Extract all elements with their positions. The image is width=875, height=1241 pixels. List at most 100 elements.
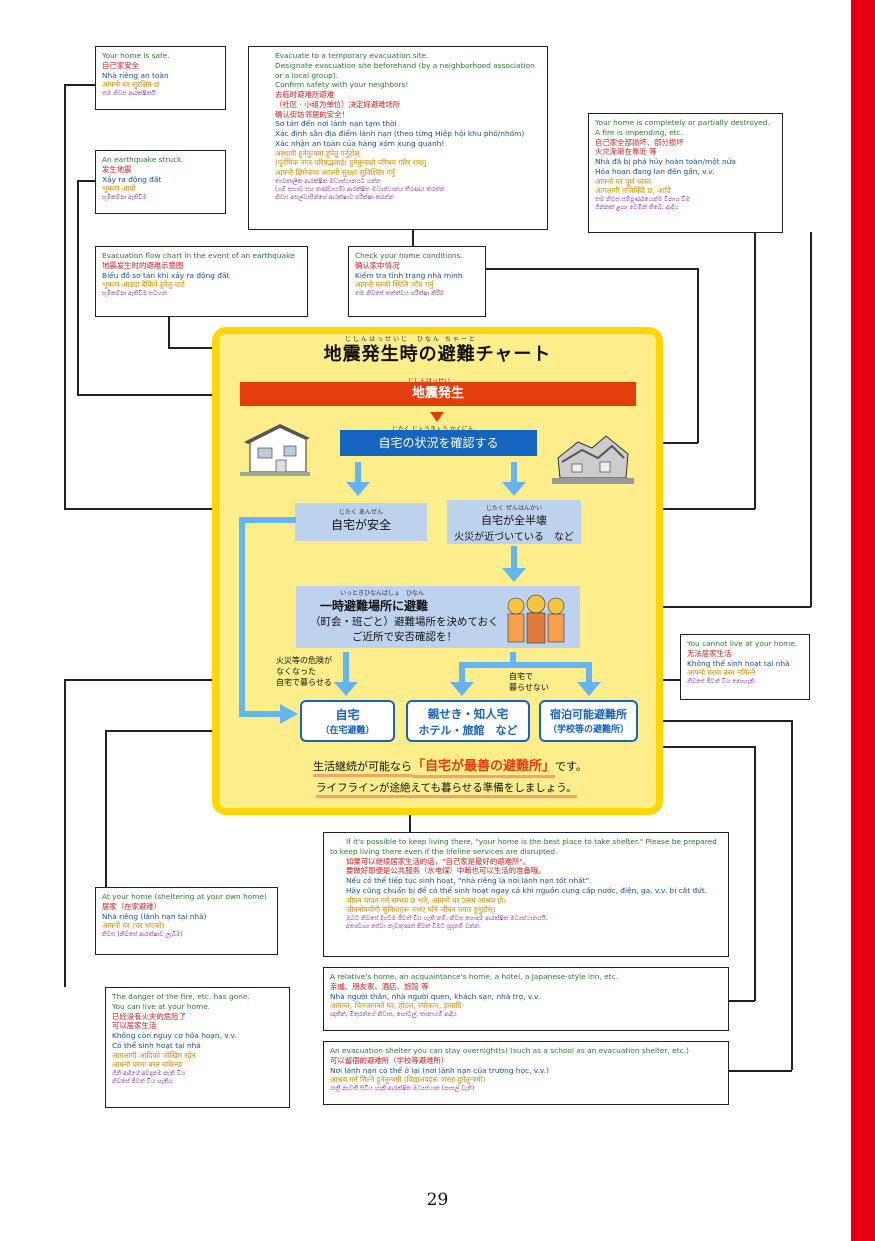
temp-si3: නිවස අසල්වාසීන්ගේ ආරක්ෂාව පරීක්ෂා කරන්න <box>275 193 394 201</box>
temp-ne2: (पूर्वमिक नगर परिषद्भलाई) हुनेतुन्त्रको … <box>275 158 427 168</box>
temp-vi2: Xác định sẵn địa điểm lánh nạn (theo từn… <box>275 129 525 139</box>
quake-vi: Xảy ra động đất <box>102 174 162 184</box>
best-ne2: जीवनोपयोगी सुविधाहरू नभए पनि जीवन तयार ह… <box>346 905 496 915</box>
temp-zh3: 确认街坊邻居的安全！ <box>275 109 349 119</box>
cannot-line1: 自宅で <box>509 672 533 681</box>
overnight-ne: आश्रय गर्न मिल्ने हुनेतुन्त्रमी (विद्याल… <box>330 1075 486 1085</box>
temp-vi1: Sơ tán đến nơi lánh nạn tạm thời <box>275 119 397 129</box>
destroyed-en1: Your home is completely or partially des… <box>595 118 770 127</box>
temp-ruby: いっときひなんばしょ ひなん <box>340 590 425 597</box>
overnight-label2: （学校等の避難所） <box>547 725 629 735</box>
connector-line <box>77 180 79 395</box>
fire-gone-line2: なくなった <box>276 666 316 676</box>
connector-line <box>64 679 66 987</box>
cannot-en: You cannot live at your home. <box>687 639 798 648</box>
red-edge-bar <box>851 0 875 1241</box>
connector-line <box>486 268 698 270</box>
quake-en: An earthquake struck. <box>102 155 184 164</box>
arrow-down-temp <box>502 546 526 582</box>
home-safe-step: じたく あんぜん 自宅が安全 <box>295 503 427 541</box>
home-safe-label: 自宅が安全 <box>330 518 391 532</box>
lifeline-msg: ライフラインが途絶えても暮らせる準備をしましょう。 <box>316 782 577 798</box>
occur-ruby: じしんはっせい <box>408 376 450 385</box>
cannot-ne: आफ्नो घरमा बस्न नमिल्ने <box>687 668 756 678</box>
best-vi1: Nếu có thể tiếp tục sinh hoạt, "nhà riên… <box>346 876 592 886</box>
firegone-en2: You can live at your home. <box>112 1001 211 1011</box>
temp-zh1: 去临时避难所避难 <box>275 90 335 100</box>
best-vi2: Hãy cũng chuẩn bị để có thể sinh hoạt ng… <box>346 885 708 895</box>
fire-gone-line3: 自宅で暮らせる <box>276 677 332 687</box>
firegone-si1: ගිනි ආදියේ අවදානම නැති විය <box>112 1070 186 1078</box>
check-en: Check your home conditions. <box>355 251 463 260</box>
temp-step-label2: （町会・班ごと）避難場所を決めておく <box>310 616 499 628</box>
destroyed-en2: A fire is impending, etc. <box>595 127 683 137</box>
check-ne: आफ्नो घरको स्थिति जाँच गर्नु <box>355 280 434 290</box>
temp-en3: Confirm safety with your neighbors! <box>275 80 409 90</box>
connector-line <box>105 730 107 887</box>
intact-house-illustration <box>240 424 310 476</box>
safe-vi: Nhà riêng an toàn <box>102 70 169 80</box>
cannot-live-box: You cannot live at your home. 无法居家生活 Khô… <box>680 634 810 700</box>
overnight-en: An evacuation shelter you can stay overn… <box>330 1046 689 1055</box>
connector-line <box>168 317 170 348</box>
relatives-box: A relative's home, an acquaintance's hom… <box>323 967 729 1031</box>
flow-en: Evacuation flow chart in the event of an… <box>102 251 295 260</box>
at-home-box: At your home (sheltering at your own hom… <box>95 887 278 955</box>
flow-ne: भूकम्प आउदा बैंकिने हुनेतु चार्ट <box>102 280 185 290</box>
fire-gone-line1: 火災等の危険が <box>276 656 332 665</box>
connector-line <box>409 798 411 832</box>
flowchart-box: Evacuation flow chart in the event of an… <box>95 246 308 317</box>
safe-en: Your home is safe. <box>102 51 170 60</box>
connector-line <box>697 268 699 443</box>
title-ruby: じしんはっせいじ ひなん ちゃーと <box>345 336 477 343</box>
firegone-vi1: Không còn nguy cơ hỏa hoạn, v.v. <box>112 1031 237 1041</box>
safe-box: Your home is safe. 自己家安全 Nhà riêng an to… <box>95 46 226 110</box>
at-home-label1: 自宅 <box>335 708 360 722</box>
arrow-down-right <box>502 462 526 496</box>
connector-line <box>754 746 756 1001</box>
arrow-down-home <box>334 652 358 696</box>
earthquake-occurs-band: 地震発生 <box>240 382 636 406</box>
arrow-down-left <box>346 462 370 496</box>
flow-zh: 地震发生时的避难示意图 <box>102 260 184 270</box>
temp-ne3: आफ्नो छिमेकमा आफ्नो सुरक्षा सुनिश्चित गर… <box>275 168 395 178</box>
arrow-split <box>450 652 601 696</box>
safe-ne: आफ्नो घर सुरक्षित छ <box>102 80 160 90</box>
firegone-ne2: आफ्नो घरमा बस्न सकिन्छ <box>112 1060 182 1070</box>
connector-line <box>64 84 66 509</box>
overnight-shelter-box: An evacuation shelter you can stay overn… <box>323 1041 729 1105</box>
firegone-zh1: 已经没有火灾的危险了 <box>112 1011 186 1021</box>
destroyed-zh2: 火灾渐渐在靠近 等 <box>595 147 657 157</box>
connector-line <box>64 84 95 86</box>
connector-line <box>77 180 95 182</box>
fire-gone-box: The danger of the fire, etc. has gone. Y… <box>105 987 290 1108</box>
connector-line <box>64 508 294 510</box>
check-si: තම නිවසේ තත්ත්වය පරීක්ෂා කිරීම <box>355 290 445 298</box>
check-home-box: Check your home conditions. 确认家中情况 Kiểm … <box>348 246 486 317</box>
destroyed-vi1: Nhà đã bị phá hủy hoàn toàn/một nửa <box>595 157 736 167</box>
temp-si1: තාවකාලික ආරක්ෂිත මධ්‍යස්ථානයට යන්න <box>275 177 381 185</box>
cannot-vi: Không thể sinh hoạt tại nhà <box>687 658 790 668</box>
destroyed-ne1: आफ्नो घर पूर्ण ध्वस्त <box>595 176 652 186</box>
quake-si: භූමිකම්පා ඇතිවීම <box>102 194 147 202</box>
overnight-shelter-option: 宿泊可能避難所 （学校等の避難所） <box>539 700 638 742</box>
down-triangle <box>430 412 444 422</box>
relative-si: ඥාතීන්, මිතුරන්ගේ නිවාස, හෝටල්, තානායම් … <box>330 1011 457 1019</box>
people-helmets-illustration <box>507 594 565 644</box>
connector-line <box>754 232 756 509</box>
connector-line <box>105 730 300 732</box>
check-zh: 确认家中情况 <box>355 260 400 270</box>
connector-line <box>810 232 812 607</box>
cannot-zh: 无法居家生活 <box>687 648 732 658</box>
flow-vi: Biểu đồ sơ tán khi xảy ra động đất <box>102 270 230 280</box>
home-destroyed-label1: 自宅が全半壊 <box>481 514 547 527</box>
safe-si: තම නිවස ආරක්ෂිතයි <box>102 90 156 98</box>
fire-gone-note: 火災等の危険が なくなった 自宅で暮らせる <box>276 656 332 688</box>
temp-en1: Evacuate to a temporary evacuation site. <box>275 51 429 60</box>
temp-en2: Designate evacuation site beforehand (by… <box>275 60 535 80</box>
best-shelter-box: If it's possible to keep living there, "… <box>323 832 729 957</box>
temp-vi3: Xác nhận an toàn của hàng xóm xung quanh… <box>275 138 445 148</box>
destroyed-ruby: じたく ぜんはんかい <box>486 505 542 512</box>
relatives-label2: ホテル・旅館 など <box>418 724 518 737</box>
athome-en: At your home (sheltering at your own hom… <box>102 892 267 901</box>
